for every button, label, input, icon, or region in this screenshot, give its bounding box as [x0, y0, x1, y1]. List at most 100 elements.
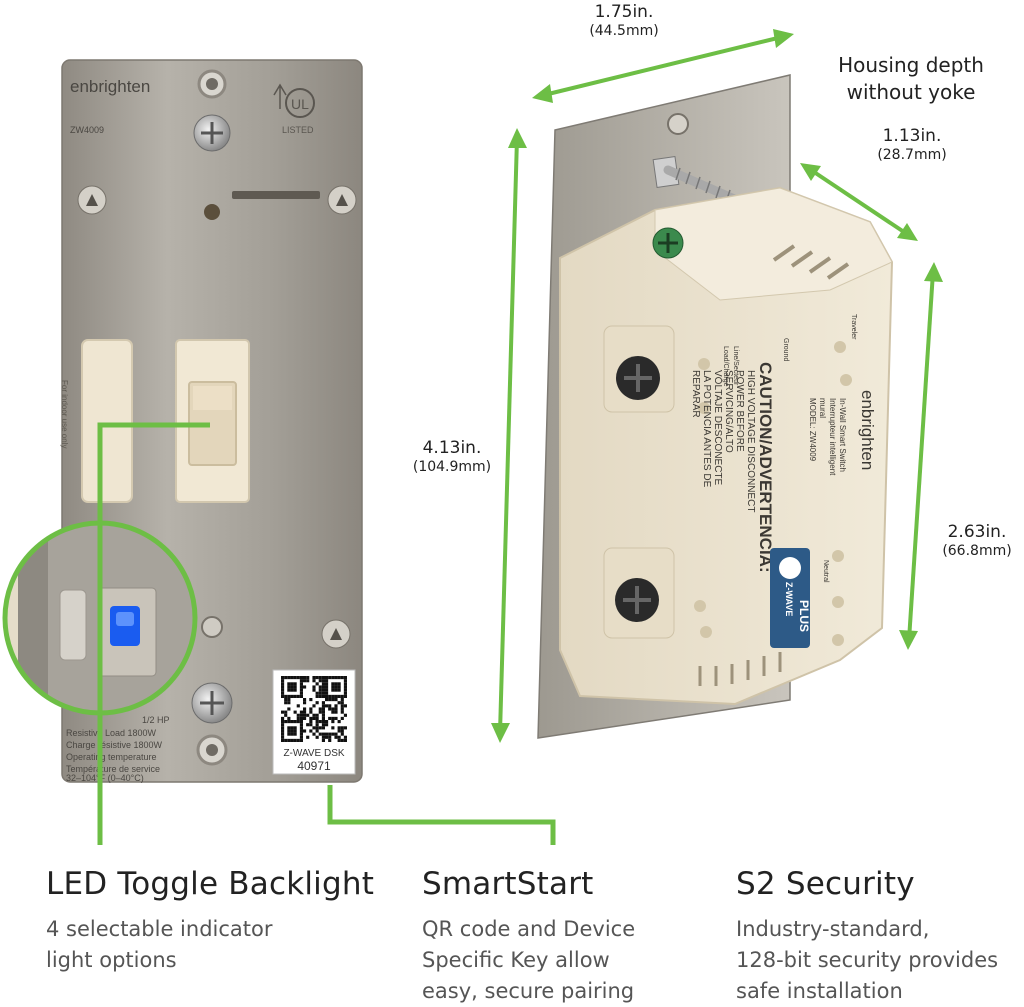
qr-module [284, 701, 288, 705]
qr-module [325, 732, 329, 736]
qr-module [299, 710, 303, 714]
qr-module [299, 679, 303, 683]
qr-module [287, 707, 291, 711]
qr-callout-line [327, 785, 556, 845]
qr-module [290, 732, 294, 736]
qr-module [296, 713, 300, 717]
svg-text:PLUS: PLUS [797, 600, 811, 632]
qr-module [321, 738, 325, 742]
qr-module [281, 716, 285, 720]
depth-metric: (28.7mm) [877, 147, 947, 164]
qr-module [321, 710, 325, 714]
qr-module [296, 738, 300, 742]
qr-module [321, 707, 325, 711]
qr-module [343, 682, 347, 686]
side-switch: enbrighten In-Wall Smart Switch Interrup… [537, 74, 894, 739]
qr-module [331, 682, 335, 686]
qr-module [306, 735, 310, 739]
svg-text:Operating temperature: Operating temperature [66, 752, 157, 762]
svg-text:CAUTION/ADVERTENCIA:: CAUTION/ADVERTENCIA: [756, 362, 775, 573]
qr-module [328, 694, 332, 698]
feature-description-line: 128-bit security provides [736, 948, 999, 972]
qr-module [287, 738, 291, 742]
qr-module [287, 720, 291, 724]
qr-module [290, 720, 294, 724]
config-button [81, 339, 133, 503]
svg-text:Température de service: Température de service [66, 764, 160, 774]
depth-title-line-2: without yoke [846, 80, 976, 104]
qr-module [343, 694, 347, 698]
qr-module [328, 676, 332, 680]
qr-module [293, 726, 297, 730]
qr-module [299, 732, 303, 736]
qr-module [296, 704, 300, 708]
qr-module [321, 694, 325, 698]
feature-title: SmartStart [422, 866, 594, 902]
qr-module [303, 685, 307, 689]
qr-module [287, 726, 291, 730]
qr-module [321, 688, 325, 692]
qr-module [287, 676, 291, 680]
qr-module [334, 676, 338, 680]
qr-module [325, 735, 329, 739]
qr-module [340, 716, 344, 720]
svg-text:MODEL: ZW4009: MODEL: ZW4009 [808, 398, 817, 462]
qr-module [306, 723, 310, 727]
qr-module [321, 676, 325, 680]
qr-module [315, 723, 319, 727]
qr-module [321, 704, 325, 708]
qr-module [303, 716, 307, 720]
qr-module [325, 698, 329, 702]
qr-module [299, 713, 303, 717]
qr-module [299, 720, 303, 724]
qr-module [293, 676, 297, 680]
feature-description-line: safe installation [736, 979, 903, 1003]
svg-text:Resistive Load 1800W: Resistive Load 1800W [66, 728, 157, 738]
front-brand-label: enbrighten [70, 77, 150, 96]
qr-module [318, 726, 322, 730]
depth-title-line-1: Housing depth [838, 53, 984, 77]
qr-module [299, 694, 303, 698]
qr-module [318, 732, 322, 736]
housing-height-arrow [907, 271, 935, 641]
svg-text:32–104°F (0–40°C): 32–104°F (0–40°C) [66, 773, 144, 783]
qr-module [315, 694, 319, 698]
qr-module [321, 701, 325, 705]
depth-dimension-label: 1.13in. (28.7mm) [852, 126, 972, 165]
qr-module [334, 732, 338, 736]
qr-module [331, 688, 335, 692]
depth-title: Housing depth without yoke [816, 52, 1006, 106]
qr-module [321, 716, 325, 720]
qr-module [312, 704, 316, 708]
qr-module [293, 738, 297, 742]
qr-module [328, 707, 332, 711]
qr-module [340, 732, 344, 736]
qr-module [328, 704, 332, 708]
qr-module [334, 716, 338, 720]
qr-module [281, 732, 285, 736]
qr-module [293, 688, 297, 692]
front-model-label: ZW4009 [70, 125, 104, 135]
qr-module [334, 735, 338, 739]
qr-module [281, 694, 285, 698]
svg-text:POWER BEFORE: POWER BEFORE [734, 370, 745, 452]
qr-module [340, 701, 344, 705]
qr-module [331, 698, 335, 702]
qr-module [281, 738, 285, 742]
qr-module [284, 720, 288, 724]
qr-module [325, 682, 329, 686]
qr-module [325, 676, 329, 680]
qr-module [325, 688, 329, 692]
feature-smartstart: SmartStart QR code and Device Specific K… [422, 866, 702, 1007]
svg-text:1/2 HP: 1/2 HP [142, 715, 170, 725]
qr-module [343, 685, 347, 689]
svg-text:Neutral: Neutral [822, 560, 829, 583]
qr-module [337, 694, 341, 698]
svg-text:Line/Secteur: Line/Secteur [732, 346, 739, 386]
height-metric: (104.9mm) [412, 459, 492, 476]
qr-module [303, 676, 307, 680]
qr-module [315, 726, 319, 730]
qr-module [337, 729, 341, 733]
qr-module [284, 710, 288, 714]
qr-module [312, 716, 316, 720]
